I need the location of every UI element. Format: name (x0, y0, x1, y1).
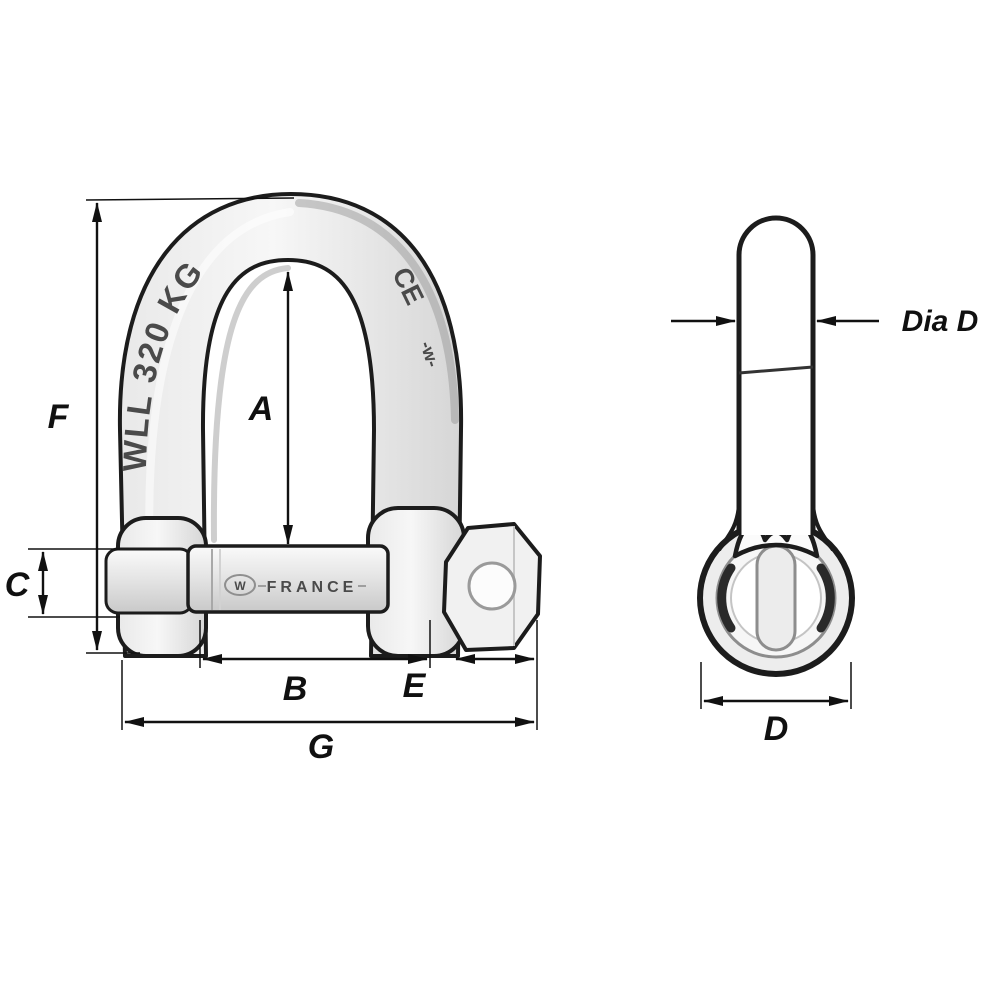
dimension-B: B (199, 620, 431, 708)
dim-label-E: E (403, 667, 427, 705)
eye-crescent-right (816, 563, 835, 633)
eye-crescent-left (717, 563, 736, 633)
pin-left-end (104, 547, 194, 615)
dimension-A: A (248, 271, 293, 545)
dimension-G: G (121, 620, 538, 766)
dia-d-label: Dia D (902, 305, 979, 338)
dim-label-A: A (248, 390, 274, 428)
shackle-front-view: W FRANCE WLL 320 KG CE -w- (104, 192, 542, 658)
dimension-C: C (5, 548, 120, 618)
dim-label-C: C (5, 566, 30, 604)
dim-label-D: D (764, 710, 789, 748)
dimension-D: D (700, 662, 852, 748)
dim-label-B: B (283, 670, 308, 708)
pin-slot (755, 544, 797, 652)
pin-marking-text: FRANCE (267, 579, 358, 596)
bow-shade-right (295, 199, 459, 424)
witness-top (85, 197, 295, 201)
shank-flare-left (717, 504, 741, 552)
brand-logo-letter: W (234, 579, 246, 593)
bow-highlight (145, 208, 294, 564)
shank-flare-right (811, 504, 835, 552)
dimension-E: E (403, 654, 535, 705)
shank-joint-line (738, 365, 814, 375)
pin-engraving: W FRANCE (224, 574, 366, 596)
dimension-F: F (48, 197, 295, 654)
dimension-dia-D: Dia D (671, 305, 978, 338)
pin-head-hole (467, 561, 517, 611)
shackle-side-view (697, 215, 855, 677)
dim-label-F: F (48, 398, 70, 436)
shank (736, 215, 816, 535)
brand-logo-icon (224, 574, 256, 596)
dim-label-G: G (308, 728, 334, 766)
bow-inner-shade (210, 265, 291, 543)
